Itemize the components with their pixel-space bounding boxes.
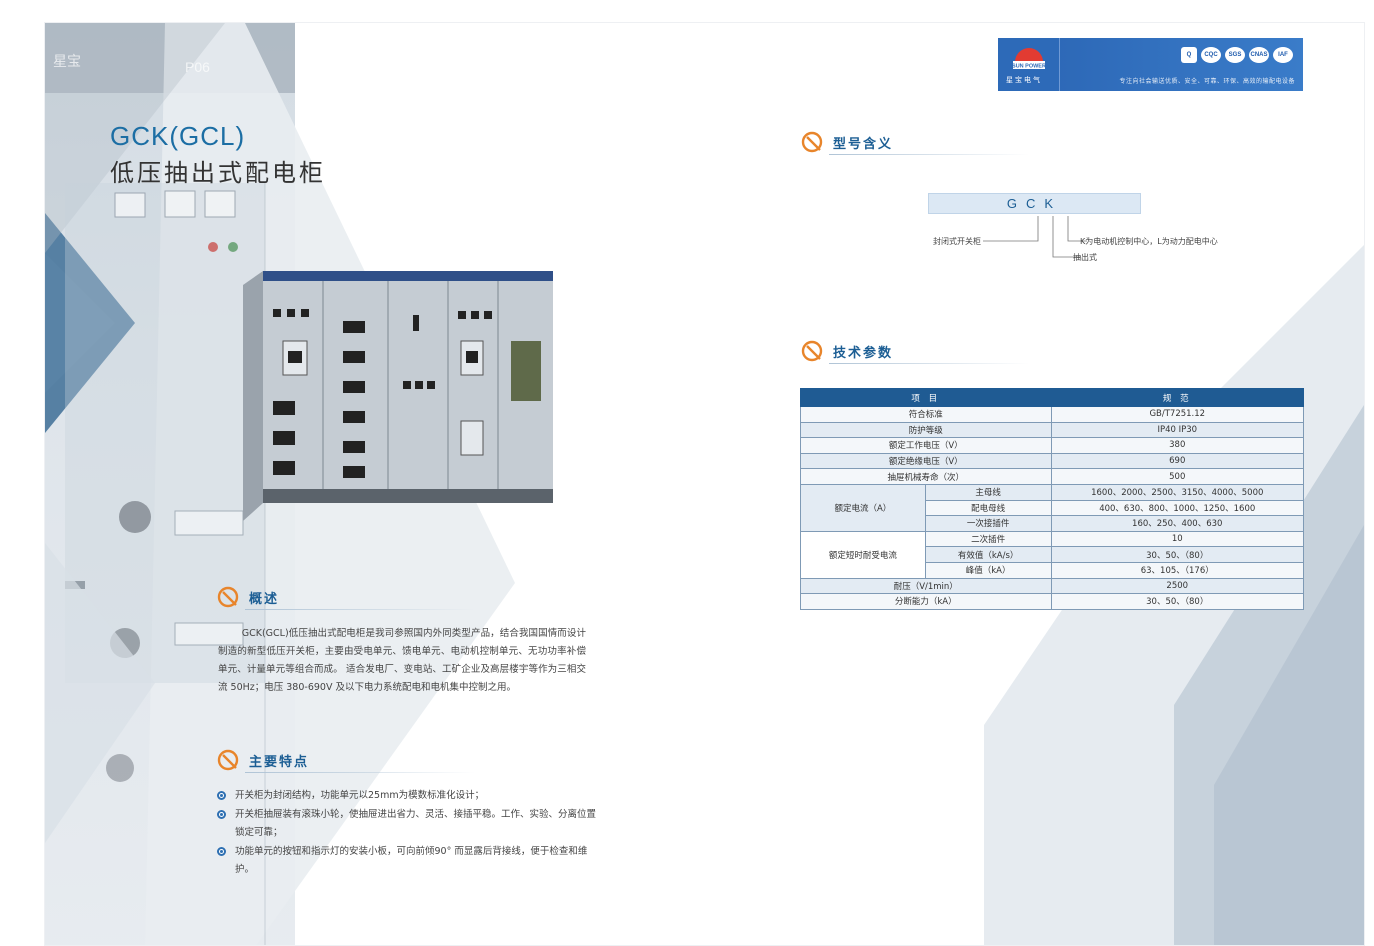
table-row: 抽屉机械寿命（次）500 [800,468,1304,485]
brand-logo-block: SUN POWER 星宝电气 [998,38,1060,91]
features-list: 开关柜为封闭结构，功能单元以25mm为模数标准化设计； 开关柜抽屉装有滚珠小轮，… [217,787,597,880]
overview-heading-text: 概述 [249,591,280,607]
cell-value: 10 [1050,530,1304,548]
bullet-icon [217,791,226,800]
cert-cnas-icon: CNAS [1249,47,1269,63]
cell-subitem: 主母线 [924,483,1052,501]
header-spec: 规 范 [1050,388,1304,407]
cell-item: 额定绝缘电压（V） [800,452,1052,470]
table-row: 峰值（kA）63、105、（176） [801,561,1304,579]
cell-subitem: 一次接插件 [924,515,1052,532]
header-item: 项 目 [800,388,1052,407]
cell-value: 160、250、400、630 [1050,515,1304,532]
cell-subitem: 二次插件 [924,530,1052,548]
heading-underline [245,772,475,773]
brand-slogan: 专注向社会输送优质、安全、可靠、环保、高效的输配电设备 [1119,78,1295,85]
cell-value: 400、630、800、1000、1250、1600 [1050,499,1304,517]
feature-item: 开关柜为封闭结构，功能单元以25mm为模数标准化设计； [217,787,597,806]
cell-value: 30、50、（80） [1050,546,1304,563]
cell-item: 抽屉机械寿命（次） [800,468,1052,485]
cert-iaf-icon: IAF [1273,47,1293,63]
feature-text: 开关柜抽屉装有滚珠小轮，使抽屉进出省力、灵活、接插平稳。工作、实验、分离位置锁定… [235,808,597,839]
page-title-en: GCK(GCL) [110,121,246,151]
table-row: 额定绝缘电压（V）690 [800,452,1304,470]
cell-value: 500 [1050,468,1304,485]
cell-group-label: 额定电流（A） [800,483,926,532]
tech-heading: 技术参数 [801,340,1029,364]
cell-subitem: 有效值（kA/s） [924,546,1052,563]
background-panel-code: P06 [185,59,210,75]
cert-q-icon: Q [1181,47,1197,63]
heading-underline [829,363,1029,364]
feature-item: 开关柜抽屉装有滚珠小轮，使抽屉进出省力、灵活、接插平稳。工作、实验、分离位置锁定… [217,806,597,843]
switchgear-cabinet-image [243,271,553,521]
table-row: 耐压（V/1min）2500 [800,577,1304,595]
heading-underline [829,154,1029,155]
table-row: 有效值（kA/s）30、50、（80） [801,546,1304,563]
model-heading: 型号含义 [801,131,1029,155]
cert-sgs-icon: SGS [1225,47,1245,63]
cell-item: 防护等级 [800,421,1052,439]
bullet-icon [217,809,226,819]
label-enclosed-switchgear: 封闭式开关柜 [933,237,981,246]
model-heading-text: 型号含义 [833,136,894,152]
sun-power-logo-icon: SUN POWER [1012,48,1046,70]
section-bullet-icon [217,749,239,771]
label-withdrawable: 抽出式 [1073,253,1097,262]
cell-value: 690 [1050,452,1304,470]
model-code-box: GCK [928,193,1141,214]
label-k-l-meaning: K为电动机控制中心，L为动力配电中心 [1080,237,1218,246]
cell-subitem: 峰值（kA） [924,561,1052,579]
cert-cqc-icon: CQC [1201,47,1221,63]
brand-name-cn: 星宝电气 [1006,76,1042,84]
overview-paragraph: GCK(GCL)低压抽出式配电柜是我司参照国内外同类型产品，结合我国国情而设计制… [218,628,586,693]
certification-badges: Q CQC SGS CNAS IAF [1181,47,1293,63]
model-code-diagram [983,216,1087,258]
cell-group-label: 额定短时耐受电流 [800,530,926,579]
cell-value: 2500 [1050,577,1304,595]
table-row: 额定工作电压（V）380 [800,437,1304,454]
feature-item: 功能单元的按钮和指示灯的安装小板，可向前倾90° 而显露后背接线，便于检查和维护… [217,843,597,880]
cell-value: 380 [1050,437,1304,454]
cell-item: 耐压（V/1min） [800,577,1052,595]
cell-item: 分断能力（kA） [800,593,1052,610]
brand-name-en: SUN POWER [1012,64,1046,70]
brochure-spread: 星宝 P06 GCK(GCL) 低压抽出式配电柜 [44,22,1365,946]
cell-item: 额定工作电压（V） [800,437,1052,454]
table-row: 分断能力（kA）30、50、（80） [800,593,1304,610]
page-title-cn: 低压抽出式配电柜 [110,159,326,187]
bullet-icon [217,846,226,856]
section-bullet-icon [801,131,823,153]
section-bullet-icon [217,586,239,608]
cell-value: 30、50、（80） [1050,593,1304,610]
table-row: 额定电流（A） 主母线 1600、2000、2500、3150、4000、500… [800,483,1304,532]
feature-text: 功能单元的按钮和指示灯的安装小板，可向前倾90° 而显露后背接线，便于检查和维护… [235,845,588,876]
heading-underline [245,609,475,610]
background-brand-label: 星宝 [53,53,81,69]
table-row: 额定短时耐受电流 二次插件 10 [800,530,1304,579]
tech-heading-text: 技术参数 [833,345,894,361]
features-heading: 主要特点 [217,749,475,773]
cell-value: 63、105、（176） [1050,561,1304,579]
cell-subitem: 配电母线 [924,499,1052,517]
table-header-row: 项 目 规 范 [800,388,1304,407]
cell-value: GB/T7251.12 [1050,406,1304,423]
cell-value: 1600、2000、2500、3150、4000、5000 [1050,483,1304,501]
brand-banner: SUN POWER 星宝电气 Q CQC SGS CNAS IAF 专注向社会输… [998,38,1303,91]
feature-text: 开关柜为封闭结构，功能单元以25mm为模数标准化设计； [235,790,485,801]
cell-item: 符合标准 [800,406,1052,423]
overview-heading: 概述 [217,586,475,610]
section-bullet-icon [801,340,823,362]
features-heading-text: 主要特点 [249,754,310,770]
cell-value: IP40 IP30 [1050,421,1304,439]
